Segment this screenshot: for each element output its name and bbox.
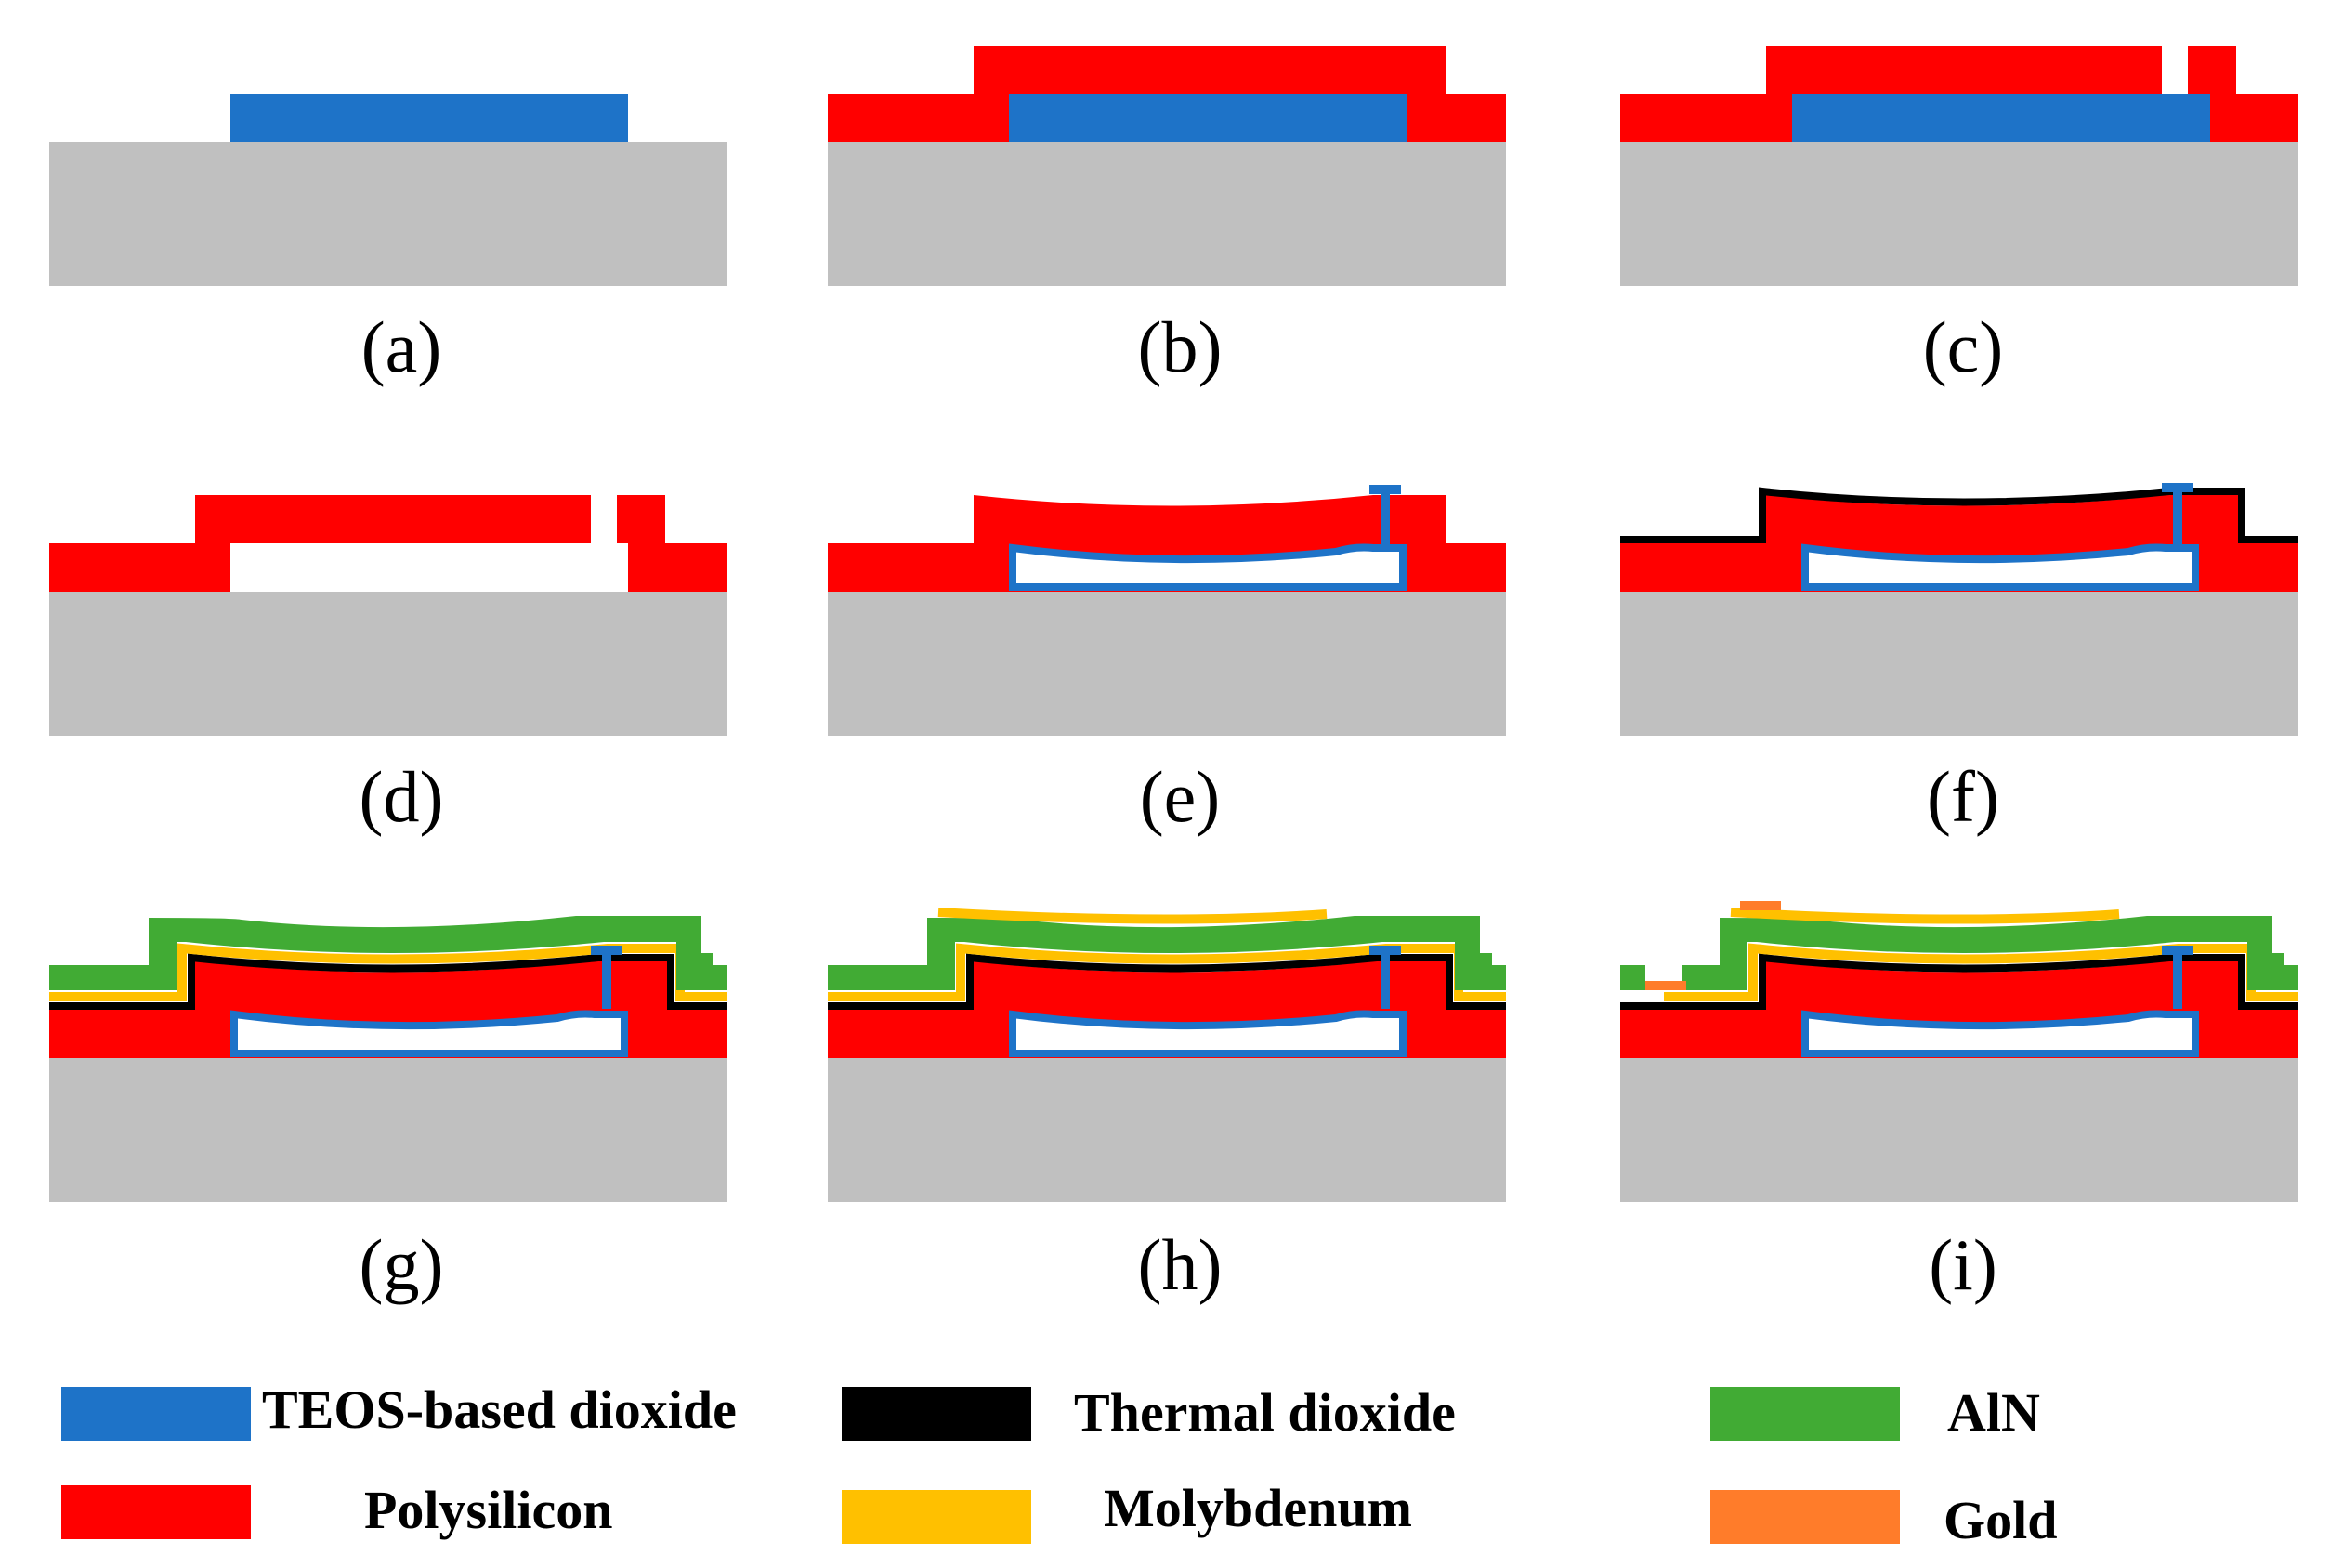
panel-label-f: (f) bbox=[1927, 756, 1999, 837]
legend-swatch-aln bbox=[1710, 1387, 1900, 1441]
legend-label-thermal: Thermal dioxide bbox=[1074, 1382, 1456, 1443]
polysilicon-right-anchor bbox=[617, 495, 727, 592]
panel-g: (g) bbox=[49, 916, 727, 1305]
sacrificial-cavity bbox=[230, 1010, 628, 1057]
legend-item-aln: AlN bbox=[1710, 1382, 2040, 1443]
sacrificial-cavity bbox=[1009, 1010, 1407, 1057]
substrate bbox=[1620, 142, 2298, 286]
legend-label-gold: Gold bbox=[1944, 1490, 2058, 1550]
aln-layer bbox=[49, 916, 727, 990]
top-molybdenum-electrode bbox=[937, 908, 1328, 924]
substrate bbox=[49, 592, 727, 736]
thermal-dioxide-layer bbox=[1620, 487, 2298, 543]
teos-plug-cap bbox=[591, 946, 622, 955]
panel-label-d: (d) bbox=[360, 756, 444, 837]
legend-item-poly: Polysilicon bbox=[61, 1480, 612, 1540]
polysilicon-right-anchor bbox=[2188, 46, 2298, 142]
teos-plug bbox=[602, 951, 611, 1009]
legend-item-thermal: Thermal dioxide bbox=[842, 1382, 1456, 1443]
panel-label-e: (e) bbox=[1140, 756, 1221, 837]
legend-item-gold: Gold bbox=[1710, 1490, 2058, 1550]
panel-label-b: (b) bbox=[1138, 307, 1223, 387]
legend-swatch-poly bbox=[61, 1485, 251, 1539]
teos-plug-cap bbox=[2162, 483, 2193, 492]
panel-b: (b) bbox=[828, 46, 1506, 387]
legend-label-poly: Polysilicon bbox=[364, 1480, 612, 1540]
legend-swatch-thermal bbox=[842, 1387, 1031, 1441]
panel-label-c: (c) bbox=[1923, 307, 2004, 387]
thermal-dioxide-layer bbox=[828, 953, 1506, 1010]
thermal-dioxide-layer bbox=[1620, 953, 2298, 1010]
substrate bbox=[49, 1058, 727, 1202]
legend-item-mo: Molybdenum bbox=[842, 1478, 1412, 1544]
panel-label-h: (h) bbox=[1138, 1224, 1223, 1305]
panel-a: (a) bbox=[49, 94, 727, 387]
teos-plug bbox=[2173, 951, 2182, 1009]
teos-plug bbox=[2173, 489, 2182, 548]
sacrificial-cavity bbox=[1801, 543, 2199, 591]
substrate bbox=[828, 1058, 1506, 1202]
legend: TEOS-based dioxide Polysilicon Thermal d… bbox=[61, 1379, 2058, 1550]
legend-swatch-gold bbox=[1710, 1490, 1900, 1544]
aln-layer bbox=[828, 916, 1506, 990]
sacrificial-cavity bbox=[1009, 543, 1407, 591]
teos-plug bbox=[1381, 951, 1390, 1009]
polysilicon-layer bbox=[49, 495, 591, 592]
legend-label-aln: AlN bbox=[1947, 1382, 2040, 1443]
teos-plug-cap bbox=[1369, 946, 1401, 955]
legend-swatch-mo bbox=[842, 1490, 1031, 1544]
panel-d: (d) bbox=[49, 495, 727, 837]
legend-label-mo: Molybdenum bbox=[1104, 1478, 1412, 1538]
panel-label-g: (g) bbox=[360, 1224, 444, 1305]
sacrificial-cavity bbox=[1801, 1010, 2199, 1057]
gold-pad-bottom bbox=[1645, 981, 1686, 990]
gold-pad-top bbox=[1740, 901, 1781, 910]
substrate bbox=[1620, 592, 2298, 736]
teos-plug-cap bbox=[1369, 485, 1401, 494]
substrate bbox=[828, 592, 1506, 736]
panel-e: (e) bbox=[828, 485, 1506, 837]
aln-layer bbox=[1620, 916, 2298, 990]
teos-layer bbox=[1792, 94, 2210, 142]
top-molybdenum-electrode bbox=[1730, 908, 2120, 924]
thermal-dioxide-layer bbox=[49, 953, 727, 1010]
panel-i: (i) bbox=[1620, 901, 2298, 1305]
panel-label-i: (i) bbox=[1929, 1224, 1997, 1305]
panel-h: (h) bbox=[828, 908, 1506, 1305]
legend-swatch-teos bbox=[61, 1387, 251, 1441]
teos-plug bbox=[1381, 489, 1390, 548]
legend-item-teos: TEOS-based dioxide bbox=[61, 1379, 737, 1441]
substrate bbox=[49, 142, 727, 286]
teos-layer bbox=[1009, 94, 1407, 142]
legend-label-teos: TEOS-based dioxide bbox=[262, 1379, 737, 1440]
substrate bbox=[1620, 1058, 2298, 1202]
teos-layer bbox=[230, 94, 628, 142]
panel-f: (f) bbox=[1620, 483, 2298, 837]
panel-label-a: (a) bbox=[361, 307, 442, 387]
panel-c: (c) bbox=[1620, 46, 2298, 387]
teos-plug-cap bbox=[2162, 946, 2193, 955]
substrate bbox=[828, 142, 1506, 286]
